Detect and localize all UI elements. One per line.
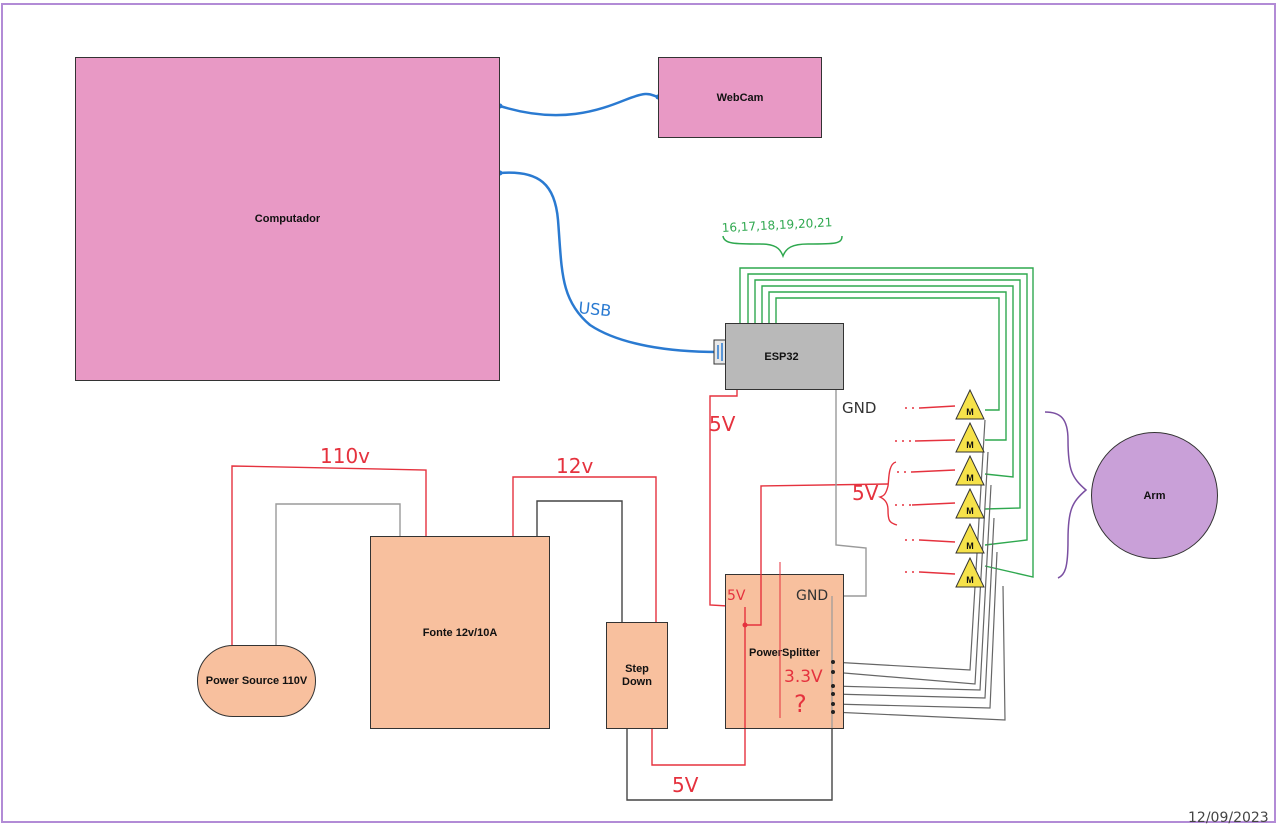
12v-annotation: 12v	[556, 454, 593, 478]
motor-2-icon	[955, 421, 985, 453]
motors	[955, 388, 985, 588]
psu-label: Fonte 12v/10A	[422, 626, 498, 639]
usb-cable	[499, 171, 719, 354]
webcam-cable	[499, 92, 659, 117]
motor-6-label: M	[966, 575, 974, 585]
webcam-block: WebCam	[658, 57, 822, 138]
motor-3-label: M	[966, 473, 974, 483]
webcam-label: WebCam	[716, 91, 764, 104]
motor-1-label: M	[966, 407, 974, 417]
page-frame	[1, 3, 1276, 823]
computer-label: Computador	[254, 213, 321, 225]
arm-block: Arm	[1091, 432, 1218, 559]
power-source-block: Power Source 110V	[197, 645, 316, 717]
motor-3-icon	[955, 454, 985, 486]
mains-live-wire	[231, 465, 427, 645]
bottom-5v-annotation: 5V	[672, 773, 699, 797]
12v-gnd-wire	[536, 500, 623, 625]
esp-5v-wire	[709, 382, 746, 608]
110v-annotation: 110v	[320, 444, 370, 468]
pins-brace	[722, 235, 843, 259]
usb-annotation: USB	[578, 298, 613, 320]
step-down-label: Step Down	[622, 662, 652, 688]
5v-output-wire	[651, 728, 746, 766]
power-splitter-label: PowerSplitter	[749, 647, 820, 659]
motor-2-label: M	[966, 440, 974, 450]
esp32-block: ESP32	[725, 323, 844, 390]
signal-wires	[739, 267, 1034, 578]
arm-label: Arm	[1143, 489, 1166, 502]
motor-5-label: M	[966, 541, 974, 551]
date-annotation: 12/09/2023	[1188, 810, 1269, 826]
esp-gnd-wire	[832, 382, 867, 597]
motor-5v-feeds	[895, 407, 920, 573]
mains-neutral-wire	[275, 503, 401, 645]
pins-annotation: 16,17,18,19,20,21	[721, 215, 832, 235]
motor-1-icon	[955, 388, 985, 420]
motor-4-icon	[955, 487, 985, 519]
12v-wire	[512, 476, 657, 625]
gnd-output-wire	[626, 728, 833, 801]
motors-5v-annotation: 5V	[852, 481, 879, 505]
motor-5-icon	[955, 522, 985, 554]
esp-5v-annotation: 5V	[709, 412, 736, 436]
computer-block: Computador	[75, 57, 500, 381]
power-source-label: Power Source 110V	[205, 675, 308, 687]
step-down-block: Step Down	[606, 622, 668, 729]
psu-block: Fonte 12v/10A	[370, 536, 550, 729]
motor-5v-brace	[877, 461, 898, 526]
power-splitter-block: PowerSplitter	[725, 574, 844, 729]
splitter-motor-wires	[831, 419, 1006, 721]
motor-4-label: M	[966, 506, 974, 516]
esp-gnd-annotation: GND	[842, 399, 876, 417]
esp32-label: ESP32	[764, 350, 799, 363]
arm-brace	[1044, 411, 1088, 579]
motor-6-icon	[955, 556, 985, 588]
